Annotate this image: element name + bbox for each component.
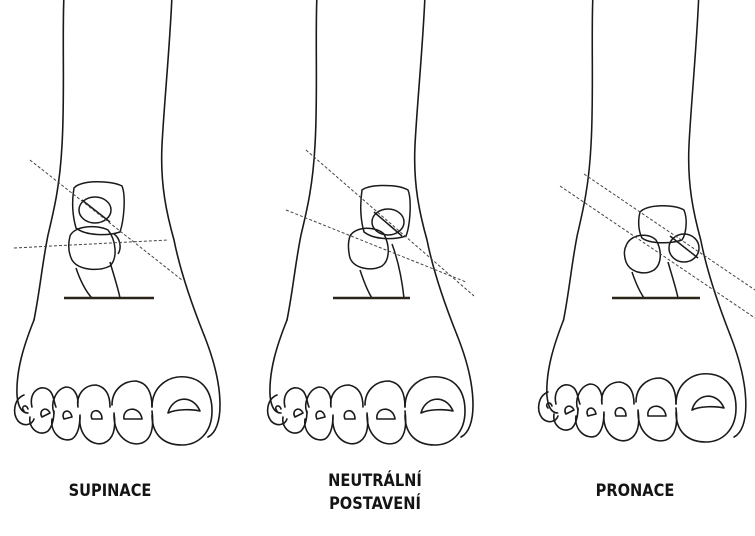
caption-supinace-line-1: SUPINACE [33, 480, 188, 503]
caption-neutralni-line-1: NEUTRÁLNÍ [289, 470, 461, 493]
caption-supinace: SUPINACE [33, 480, 188, 503]
ankle-bones-neutral [349, 186, 411, 299]
caption-neutralni: NEUTRÁLNÍ POSTAVENÍ [289, 470, 461, 516]
panel-pronace [539, 0, 755, 442]
axis-line-supinace-2 [14, 240, 168, 248]
axis-line-supinace-1 [30, 160, 182, 280]
axis-line-pronace-2 [584, 174, 755, 290]
axis-line-neutral-2 [286, 210, 466, 282]
caption-neutralni-line-2: POSTAVENÍ [289, 493, 461, 516]
ankle-bones-supinace [69, 182, 124, 298]
panel-neutralni [268, 0, 474, 445]
axis-line-neutral-1 [306, 150, 474, 296]
caption-pronace-line-1: PRONACE [562, 480, 708, 503]
caption-pronace: PRONACE [562, 480, 708, 503]
panel-supinace [14, 0, 220, 445]
ankle-bones-pronace [625, 206, 700, 298]
